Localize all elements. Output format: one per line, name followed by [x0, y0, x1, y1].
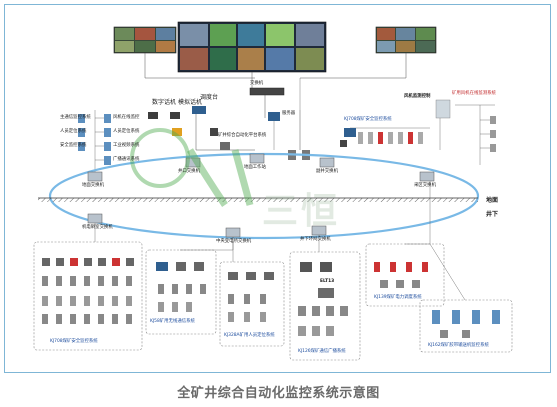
label-ring-b: 井口交换机	[178, 169, 200, 174]
label-fan-monitor: 风机监测控制	[404, 94, 431, 99]
label-left-col-2: 人员定位系统	[60, 129, 87, 134]
ground-line	[38, 197, 478, 202]
label-left-col-3: 安全监控系统	[60, 143, 87, 148]
label-kj708: KJ708煤矿安全监控系统	[50, 339, 98, 344]
core-switch	[249, 87, 285, 96]
phone-devices	[148, 106, 230, 150]
left-video-wall	[113, 26, 177, 54]
shr-logo	[130, 128, 254, 207]
label-left-col-1: 主通信监控系统	[60, 115, 91, 120]
label-kj58: KJ58矿用无线通信系统	[150, 319, 195, 324]
label-kj162: KJ162煤矿胶带输送机监控系统	[428, 343, 489, 348]
label-digital-phone: 数字话机	[152, 99, 177, 106]
label-dispatch-desk: 调度台	[200, 94, 219, 101]
kj162-devices	[432, 310, 500, 338]
label-underground: 井下	[486, 211, 499, 218]
label-kj708-top: KJ708煤矿安全监控系统	[344, 117, 392, 122]
label-right-col-3: 工业视频系统	[113, 143, 140, 148]
label-right-col-2: 人员定位系统	[113, 129, 140, 134]
watermark-text: 三恒	[262, 191, 341, 232]
wall-links	[144, 53, 407, 151]
kj126-devices	[298, 262, 348, 336]
label-kj139: KJ139煤矿电力调度系统	[374, 295, 422, 300]
label-right-col-4: 广播通讯系统	[113, 157, 140, 162]
right-video-wall	[375, 26, 437, 54]
label-analog-phone: 模拟话机	[178, 99, 203, 106]
right-cluster-lines	[273, 78, 495, 165]
label-ring-c: 地面工作站	[244, 165, 266, 170]
central-video-wall	[177, 21, 327, 73]
left-column-devices	[94, 110, 104, 175]
left-device-icons	[78, 114, 111, 165]
label-platform: 矿井综合自动化平台系统	[218, 133, 267, 138]
kj139-devices	[374, 262, 428, 288]
right-cluster-icons	[268, 99, 496, 160]
label-ring-d: 副井交换机	[316, 169, 338, 174]
kj328-devices	[228, 272, 274, 322]
label-right-col-1: 风机在线监控	[113, 115, 140, 120]
label-switch: 交换机	[250, 81, 264, 86]
label-mine-fan-system: 矿用风机在线监测系统	[452, 91, 496, 96]
label-ring-g: 中央变电所交换机	[216, 239, 252, 244]
kj58-devices	[156, 262, 206, 312]
label-server: 服务器	[282, 111, 296, 116]
label-kj126: KJ126煤矿通信广播系统	[298, 349, 346, 354]
kj708-devices	[42, 258, 134, 324]
label-ring-a: 地面交换机	[82, 183, 104, 188]
ring-switches	[87, 153, 435, 238]
label-elt: ELT13	[320, 279, 335, 284]
subsystem-boxes	[33, 241, 513, 361]
label-ring-h: 井下环网交换机	[300, 237, 331, 242]
underground-links	[94, 181, 466, 301]
label-kj328: KJ328A矿用人员定位系统	[224, 333, 275, 338]
label-ring-f: 机电硐室交换机	[82, 225, 113, 230]
diagram-caption: 全矿井综合自动化监控系统示意图	[177, 386, 380, 401]
label-ring-e: 采区交换机	[414, 183, 436, 188]
label-surface: 地面	[486, 197, 499, 204]
